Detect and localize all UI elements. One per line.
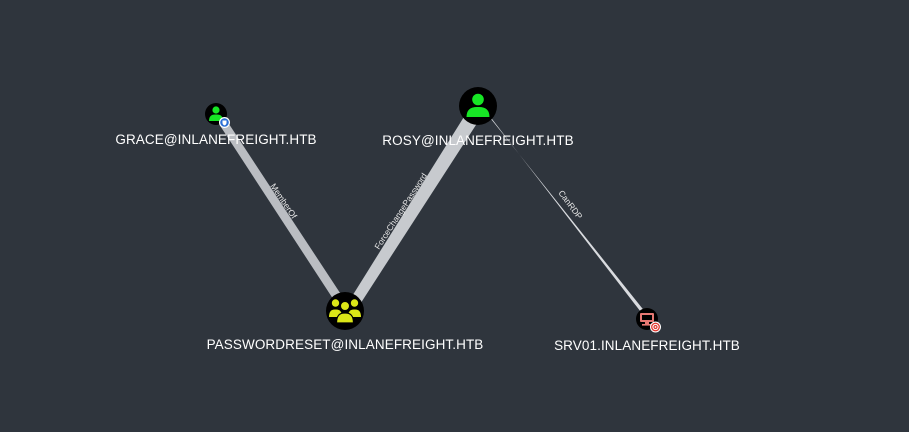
computer-icon xyxy=(640,313,654,326)
edge-label-canrdp: CanRDP xyxy=(556,188,584,221)
node-grace[interactable]: GRACE@INLANEFREIGHT.HTB xyxy=(115,103,317,147)
node-rosy-circle[interactable] xyxy=(459,87,497,125)
node-label-grace: GRACE@INLANEFREIGHT.HTB xyxy=(115,132,316,147)
node-label-passwordreset: PASSWORDRESET@INLANEFREIGHT.HTB xyxy=(207,337,484,352)
edge-memberof-line[interactable] xyxy=(217,121,346,308)
shield-badge-icon xyxy=(219,117,230,128)
group-icon xyxy=(329,299,361,324)
target-badge-icon xyxy=(650,321,661,333)
edge-forcechangepassword-line[interactable] xyxy=(346,104,485,312)
node-label-srv01: SRV01.INLANEFREIGHT.HTB xyxy=(554,338,740,353)
user-icon xyxy=(209,106,223,121)
node-rosy[interactable]: ROSY@INLANEFREIGHT.HTB xyxy=(382,87,574,148)
edge-memberof[interactable]: MemberOf xyxy=(217,121,346,308)
node-srv01[interactable]: SRV01.INLANEFREIGHT.HTB xyxy=(554,308,740,353)
edge-canrdp-line[interactable] xyxy=(482,106,650,320)
node-label-rosy: ROSY@INLANEFREIGHT.HTB xyxy=(382,133,573,148)
user-icon xyxy=(466,93,490,117)
node-passwordreset[interactable]: PASSWORDRESET@INLANEFREIGHT.HTB xyxy=(207,292,484,352)
